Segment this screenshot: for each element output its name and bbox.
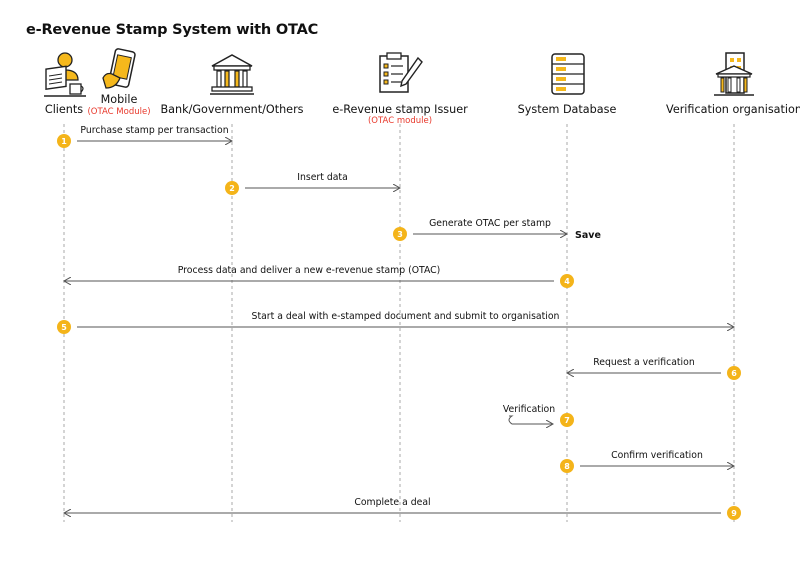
step-number-badge — [57, 134, 71, 148]
bank-building-icon — [210, 54, 254, 95]
lane-label-bank: Bank/Government/Others — [160, 103, 304, 116]
step-4: Process data and deliver a new e-revenue… — [64, 265, 574, 288]
step-number-badge — [560, 459, 574, 473]
mobile-label: Mobile — [100, 93, 138, 106]
message-label: Generate OTAC per stamp — [429, 218, 551, 229]
mobile-sublabel: (OTAC Module) — [87, 107, 151, 117]
reading-person-icon — [44, 52, 86, 97]
lane-label-verification: Verification organisation — [666, 103, 800, 116]
message-label: Insert data — [297, 172, 348, 183]
issuer-sublabel: (OTAC module) — [367, 116, 433, 126]
step-9: Complete a deal 9 — [64, 497, 741, 520]
lane-label-issuer: e-Revenue stamp Issuer — [332, 103, 468, 116]
lane-label-database: System Database — [517, 103, 617, 116]
step-number-badge — [225, 181, 239, 195]
server-database-icon — [551, 53, 585, 95]
message-label: Process data and deliver a new e-revenue… — [178, 265, 441, 276]
step-number-badge — [560, 274, 574, 288]
step-number: 6 — [731, 369, 737, 378]
step-number-badge — [560, 413, 574, 427]
message-label: Purchase stamp per transaction — [80, 125, 228, 136]
diagram-title: e-Revenue Stamp System with OTAC — [26, 22, 319, 38]
step-8: Confirm verification 8 — [560, 450, 734, 473]
step-number: 4 — [564, 277, 570, 286]
step-number: 9 — [731, 509, 737, 518]
mobile-phone-icon — [102, 48, 136, 89]
step-5: Start a deal with e-stamped document and… — [57, 311, 734, 334]
message-label: Request a verification — [593, 357, 695, 368]
save-note: Save — [575, 230, 601, 241]
step-number: 1 — [61, 137, 67, 146]
step-1: Purchase stamp per transaction 1 — [57, 125, 232, 148]
step-7: Verification 7 — [503, 404, 574, 427]
message-label: Complete a deal — [354, 497, 430, 508]
step-2: Insert data 2 — [225, 172, 400, 195]
step-number-badge — [57, 320, 71, 334]
message-label: Confirm verification — [611, 450, 703, 461]
step-6: Request a verification 6 — [567, 357, 741, 380]
step-number-badge — [393, 227, 407, 241]
self-message-arrow — [508, 415, 553, 424]
message-label: Start a deal with e-stamped document and… — [252, 311, 560, 322]
step-number-badge — [727, 506, 741, 520]
step-number: 8 — [564, 462, 570, 471]
step-number: 3 — [397, 230, 403, 239]
lane-label-clients: Clients — [44, 103, 84, 116]
message-label: Verification — [503, 404, 555, 415]
step-number: 2 — [229, 184, 235, 193]
step-number: 5 — [61, 323, 67, 332]
clipboard-checklist-icon — [379, 52, 423, 93]
office-building-icon — [714, 52, 754, 96]
step-number-badge — [727, 366, 741, 380]
step-number: 7 — [564, 416, 570, 425]
